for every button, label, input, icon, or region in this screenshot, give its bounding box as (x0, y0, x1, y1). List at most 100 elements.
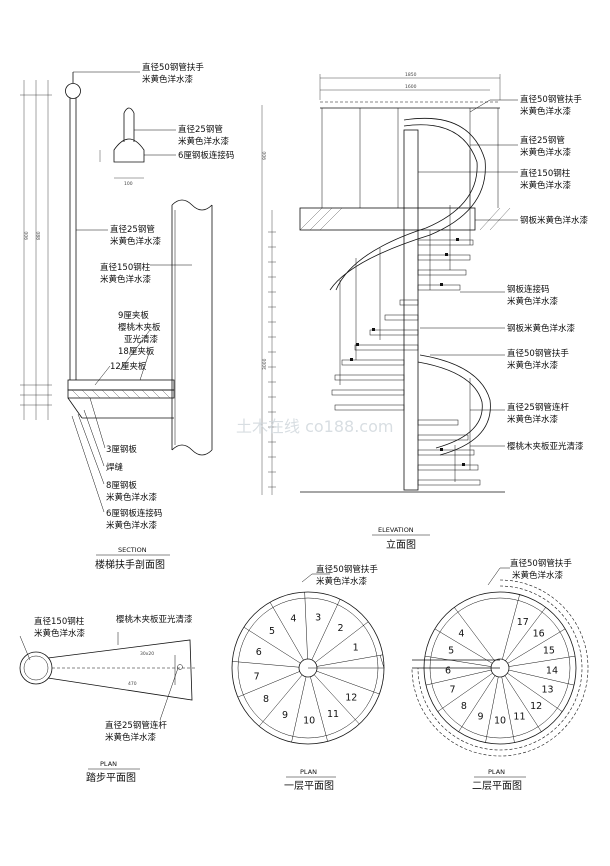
section-label-6: 米黄色洋水漆 (110, 236, 162, 247)
plan-spoke (501, 676, 515, 743)
step-number: 17 (517, 617, 529, 628)
step-number: 8 (263, 694, 269, 705)
elevation-label-4: 直径150钢柱 (520, 168, 571, 179)
plan-spoke (485, 676, 499, 743)
svg-text:880: 880 (36, 231, 42, 240)
plan-spoke (424, 655, 492, 667)
elevation-label-9: 钢板米黄色洋水漆 (507, 323, 576, 334)
section-label-11: 亚光清漆 (124, 334, 159, 345)
step-number: 11 (513, 712, 525, 723)
plan-spoke (243, 626, 301, 664)
plan-spoke (425, 669, 492, 686)
step-number: 16 (533, 629, 545, 640)
step-number: 1 (353, 643, 359, 654)
step-number: 7 (449, 685, 455, 696)
plan-spoke (232, 661, 300, 668)
plan-spoke (291, 676, 307, 743)
section-label-8: 米黄色洋水漆 (100, 274, 152, 285)
section-label-7: 直径150钢柱 (100, 262, 151, 273)
step-number: 5 (448, 646, 454, 657)
section-title-en: SECTION (118, 546, 147, 554)
plan-spoke (507, 672, 563, 712)
sf-title-cn: 二层平面图 (472, 780, 522, 792)
section-label-1: 米黄色洋水漆 (142, 74, 194, 85)
step-number: 8 (461, 701, 467, 712)
step-number: 14 (546, 665, 558, 676)
tread-label-3: 直径25钢管连杆 (105, 720, 167, 731)
step-number: 10 (303, 715, 315, 726)
ff-label-1: 米黄色洋水漆 (316, 576, 368, 587)
plan-spoke (504, 675, 542, 732)
svg-text:900: 900 (262, 151, 268, 160)
step-number: 4 (290, 614, 296, 625)
elevation-title-en: ELEVATION (378, 526, 414, 534)
svg-text:1850: 1850 (405, 72, 417, 78)
section-label-19: 米黄色洋水漆 (106, 520, 158, 531)
svg-text:30x20: 30x20 (140, 651, 154, 657)
plan-spoke (304, 592, 308, 660)
tread-label-4: 米黄色洋水漆 (105, 732, 157, 743)
section-label-10: 樱桃木夹板 (118, 322, 161, 333)
section-label-16: 8厘钢板 (106, 480, 137, 491)
elevation-label-3: 米黄色洋水漆 (520, 147, 572, 158)
elevation-label-13: 米黄色洋水漆 (507, 414, 559, 425)
plan-spoke (507, 628, 566, 664)
elevation-label-7: 钢板连接码 (507, 284, 550, 295)
section-label-13: 12厘夹板 (110, 361, 147, 372)
sf-label-1: 米黄色洋水漆 (512, 570, 564, 581)
section-drawing: 900 880 100 (20, 62, 234, 571)
section-label-5: 直径25钢管 (110, 224, 155, 235)
plan-spoke (437, 672, 493, 712)
plan-spoke (310, 676, 328, 742)
plan-spoke (316, 670, 380, 695)
step-number: 10 (494, 716, 506, 727)
watermark: 土木在线 co188.com (236, 417, 393, 436)
elevation-label-1: 米黄色洋水漆 (520, 106, 572, 117)
elevation-label-14: 樱桃木夹板亚光清漆 (507, 441, 584, 452)
step-number: 15 (543, 646, 555, 657)
tread-plan-drawing: 30x20 470 直径150钢柱 米黄色洋水漆 樱桃木夹板亚光清漆 直径25钢… (19, 614, 195, 784)
svg-text:100: 100 (124, 181, 133, 187)
tread-title-cn: 踏步平面图 (86, 771, 136, 784)
elevation-drawing: 1850 1600 3000 900 (261, 72, 589, 551)
tread-label-1: 米黄色洋水漆 (34, 628, 86, 639)
plan-spoke (269, 602, 304, 661)
step-number: 12 (345, 692, 357, 703)
svg-text:900: 900 (24, 231, 30, 240)
step-number: 13 (541, 685, 553, 696)
plan-spoke (434, 628, 493, 664)
plan-spoke (508, 655, 576, 667)
elevation-label-8: 米黄色洋水漆 (507, 296, 559, 307)
elevation-label-5: 米黄色洋水漆 (520, 180, 572, 191)
tread-title-en: PLAN (100, 760, 117, 768)
section-label-14: 3厘钢板 (106, 444, 137, 455)
ff-label-0: 直径50钢管扶手 (316, 564, 378, 575)
step-number: 3 (315, 612, 321, 623)
elevation-label-6: 钢板米黄色洋水漆 (520, 215, 589, 226)
elevation-label-12: 直径25钢管连杆 (507, 402, 569, 413)
svg-text:3000: 3000 (262, 358, 268, 370)
tread-label-0: 直径150钢柱 (34, 616, 85, 627)
elevation-title-cn: 立面图 (386, 538, 416, 551)
elevation-label-10: 直径50钢管扶手 (507, 348, 569, 359)
plan-spoke (502, 594, 520, 660)
plan-spoke (505, 607, 546, 661)
elevation-label-0: 直径50钢管扶手 (520, 94, 582, 105)
step-number: 9 (282, 710, 288, 721)
step-number: 5 (269, 626, 275, 637)
section-label-9: 9厘夹板 (118, 310, 149, 321)
section-label-17: 米黄色洋水漆 (106, 492, 158, 503)
step-number: 4 (458, 629, 464, 640)
plan-spoke (508, 669, 575, 686)
plan-spoke (316, 654, 383, 667)
sf-label-0: 直径50钢管扶手 (510, 558, 572, 569)
step-number: 7 (254, 671, 260, 682)
elevation-label-2: 直径25钢管 (520, 135, 565, 146)
plan-spoke (314, 621, 369, 663)
section-label-15: 焊缝 (106, 462, 124, 473)
step-number: 2 (338, 623, 344, 634)
